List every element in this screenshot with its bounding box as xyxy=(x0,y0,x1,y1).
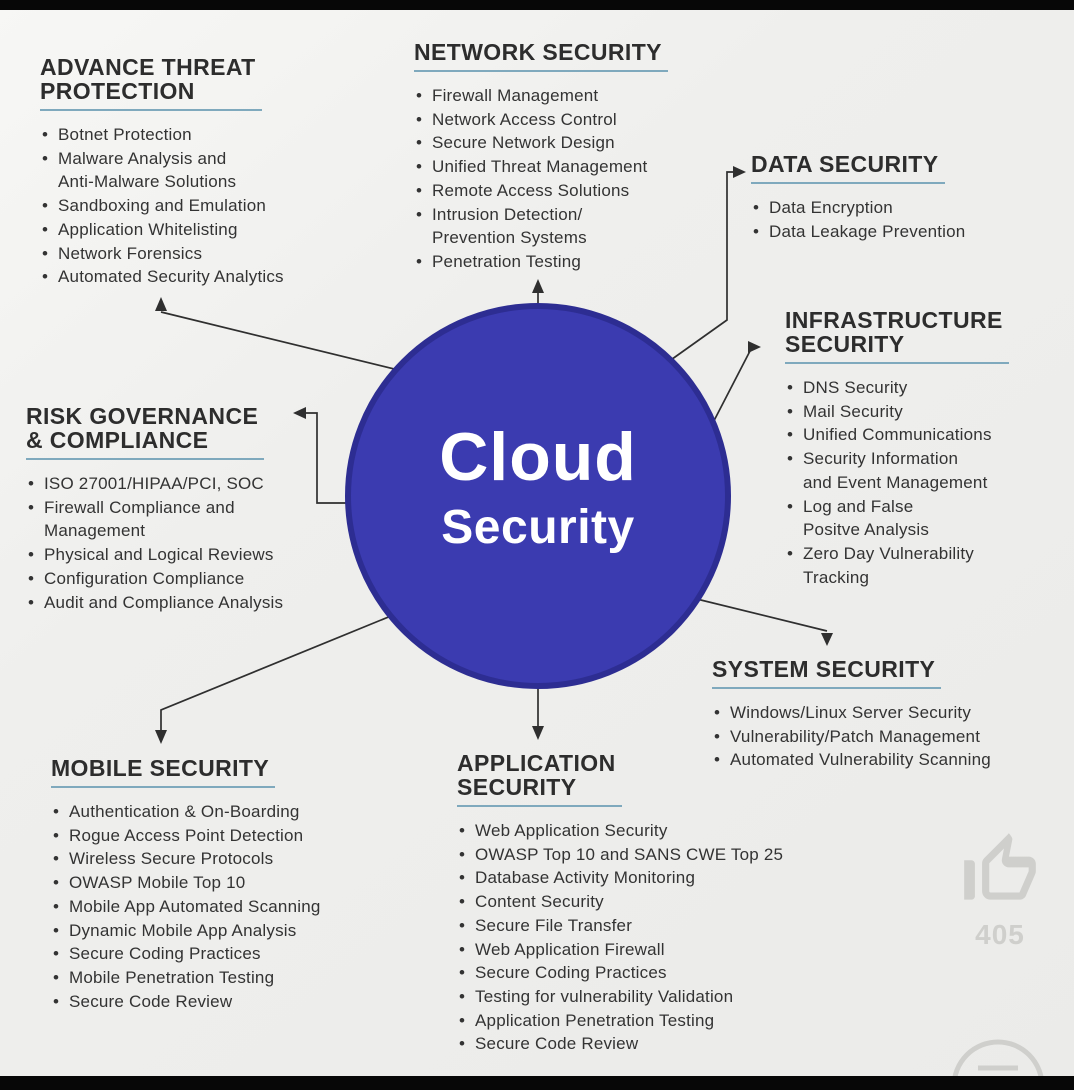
list-item: Unified Communications xyxy=(785,423,1009,447)
branch-item-list: DNS SecurityMail SecurityUnified Communi… xyxy=(785,376,1009,589)
list-item: Secure Network Design xyxy=(414,131,668,155)
list-item: Mobile Penetration Testing xyxy=(51,966,321,990)
list-item: Dynamic Mobile App Analysis xyxy=(51,919,321,943)
list-item: Log and False Positve Analysis xyxy=(785,495,1009,542)
list-item: ISO 27001/HIPAA/PCI, SOC xyxy=(26,472,283,496)
list-item: Physical and Logical Reviews xyxy=(26,543,283,567)
branch-mobile-security: MOBILE SECURITY Authentication & On-Boar… xyxy=(51,756,321,1013)
branch-item-list: Data EncryptionData Leakage Prevention xyxy=(751,196,965,243)
branch-item-list: Authentication & On-BoardingRogue Access… xyxy=(51,800,321,1013)
branch-advance-threat-protection: ADVANCE THREAT PROTECTION Botnet Protect… xyxy=(40,55,284,289)
list-item: Unified Threat Management xyxy=(414,155,668,179)
branch-application-security: APPLICATION SECURITY Web Application Sec… xyxy=(457,751,783,1056)
list-item: Vulnerability/Patch Management xyxy=(712,725,991,749)
arrow-right-icon xyxy=(748,341,761,353)
branch-title: INFRASTRUCTURE SECURITY xyxy=(785,308,1009,364)
list-item: Application Whitelisting xyxy=(40,218,284,242)
list-item: Secure Coding Practices xyxy=(51,942,321,966)
list-item: Data Leakage Prevention xyxy=(751,220,965,244)
list-item: Automated Security Analytics xyxy=(40,265,284,289)
branch-title: APPLICATION SECURITY xyxy=(457,751,622,807)
thumbs-up-icon[interactable] xyxy=(954,828,1046,914)
branch-title: SYSTEM SECURITY xyxy=(712,657,942,689)
list-item: Firewall Management xyxy=(414,84,668,108)
list-item: Testing for vulnerability Validation xyxy=(457,985,783,1009)
bottom-letterbox-bar xyxy=(0,1076,1074,1090)
connector-mobile-line xyxy=(160,599,431,731)
list-item: Web Application Firewall xyxy=(457,938,783,962)
arrow-up-icon xyxy=(532,279,544,293)
branch-item-list: Windows/Linux Server SecurityVulnerabili… xyxy=(712,701,991,772)
list-item: Automated Vulnerability Scanning xyxy=(712,748,991,772)
branch-title: MOBILE SECURITY xyxy=(51,756,276,788)
branch-title: DATA SECURITY xyxy=(751,152,945,184)
list-item: Content Security xyxy=(457,890,783,914)
list-item: Malware Analysis and Anti-Malware Soluti… xyxy=(40,147,284,194)
arrow-up-icon xyxy=(155,297,167,311)
arrow-down-icon xyxy=(821,633,833,646)
list-item: Mail Security xyxy=(785,400,1009,424)
list-item: Application Penetration Testing xyxy=(457,1009,783,1033)
list-item: Authentication & On-Boarding xyxy=(51,800,321,824)
list-item: Network Forensics xyxy=(40,242,284,266)
branch-network-security: NETWORK SECURITY Firewall ManagementNetw… xyxy=(414,40,668,274)
list-item: Secure Coding Practices xyxy=(457,961,783,985)
branch-title: NETWORK SECURITY xyxy=(414,40,668,72)
list-item: Windows/Linux Server Security xyxy=(712,701,991,725)
list-item: OWASP Mobile Top 10 xyxy=(51,871,321,895)
branch-item-list: Web Application SecurityOWASP Top 10 and… xyxy=(457,819,783,1056)
connector-risk-line xyxy=(305,412,360,504)
branch-item-list: ISO 27001/HIPAA/PCI, SOCFirewall Complia… xyxy=(26,472,283,614)
list-item: Data Encryption xyxy=(751,196,965,220)
list-item: OWASP Top 10 and SANS CWE Top 25 xyxy=(457,843,783,867)
list-item: Secure Code Review xyxy=(51,990,321,1014)
arrow-left-icon xyxy=(293,407,306,419)
list-item: Web Application Security xyxy=(457,819,783,843)
branch-title: ADVANCE THREAT PROTECTION xyxy=(40,55,262,111)
list-item: Firewall Compliance and Management xyxy=(26,496,283,543)
list-item: Sandboxing and Emulation xyxy=(40,194,284,218)
list-item: Network Access Control xyxy=(414,108,668,132)
center-title-line2: Security xyxy=(441,500,635,554)
center-node: Cloud Security xyxy=(345,303,731,689)
branch-infrastructure-security: INFRASTRUCTURE SECURITY DNS SecurityMail… xyxy=(785,308,1009,589)
list-item: Penetration Testing xyxy=(414,250,668,274)
like-button[interactable]: 405 xyxy=(948,828,1052,951)
list-item: Intrusion Detection/ Prevention Systems xyxy=(414,203,668,250)
branch-title: RISK GOVERNANCE & COMPLIANCE xyxy=(26,404,265,460)
list-item: Rogue Access Point Detection xyxy=(51,824,321,848)
list-item: Audit and Compliance Analysis xyxy=(26,591,283,615)
branch-item-list: Botnet ProtectionMalware Analysis and An… xyxy=(40,123,284,289)
center-title-line1: Cloud xyxy=(439,418,637,495)
list-item: Configuration Compliance xyxy=(26,567,283,591)
list-item: Security Information and Event Managemen… xyxy=(785,447,1009,494)
list-item: Wireless Secure Protocols xyxy=(51,847,321,871)
arrow-down-icon xyxy=(155,730,167,744)
list-item: Database Activity Monitoring xyxy=(457,866,783,890)
list-item: Secure Code Review xyxy=(457,1032,783,1056)
list-item: Mobile App Automated Scanning xyxy=(51,895,321,919)
branch-risk-governance-compliance: RISK GOVERNANCE & COMPLIANCE ISO 27001/H… xyxy=(26,404,283,614)
list-item: Secure File Transfer xyxy=(457,914,783,938)
list-item: DNS Security xyxy=(785,376,1009,400)
list-item: Zero Day Vulnerability Tracking xyxy=(785,542,1009,589)
arrow-right-icon xyxy=(733,166,746,178)
top-letterbox-bar xyxy=(0,0,1074,10)
like-count: 405 xyxy=(975,919,1025,950)
list-item: Botnet Protection xyxy=(40,123,284,147)
branch-item-list: Firewall ManagementNetwork Access Contro… xyxy=(414,84,668,274)
arrow-down-icon xyxy=(532,726,544,740)
branch-system-security: SYSTEM SECURITY Windows/Linux Server Sec… xyxy=(712,657,991,772)
list-item: Remote Access Solutions xyxy=(414,179,668,203)
branch-data-security: DATA SECURITY Data EncryptionData Leakag… xyxy=(751,152,965,243)
connector-data-line xyxy=(667,171,734,363)
